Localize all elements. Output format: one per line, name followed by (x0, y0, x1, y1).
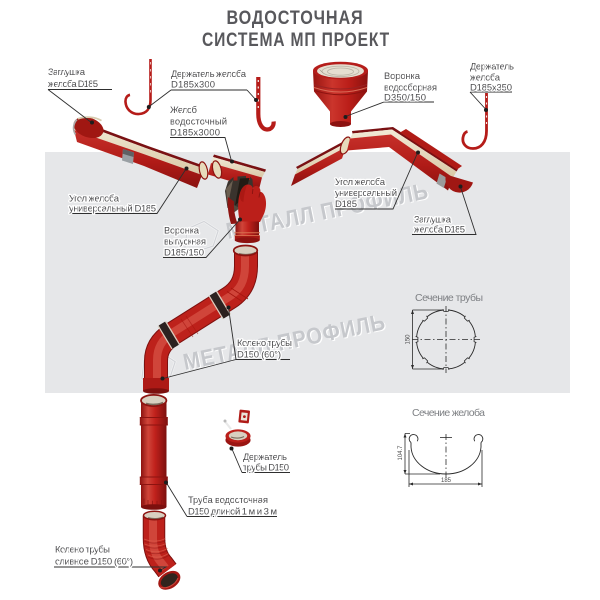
svg-text:D185х3000: D185х3000 (170, 128, 220, 139)
svg-text:Желоб: Желоб (170, 105, 198, 116)
svg-text:водосборная: водосборная (384, 83, 437, 94)
svg-text:D185: D185 (335, 199, 357, 210)
svg-text:СИСТЕМА МП ПРОЕКТ: СИСТЕМА МП ПРОЕКТ (202, 30, 390, 51)
svg-text:желоба D185: желоба D185 (48, 79, 98, 90)
svg-text:Держатель: Держатель (470, 62, 514, 73)
svg-text:Заглушка: Заглушка (414, 215, 452, 226)
svg-text:ВОДОСТОЧНАЯ: ВОДОСТОЧНАЯ (227, 8, 364, 29)
svg-text:Угол желоба: Угол желоба (69, 194, 120, 205)
svg-text:D185х350: D185х350 (470, 83, 512, 94)
svg-text:D185/150: D185/150 (164, 248, 204, 259)
svg-text:Воронка: Воронка (164, 226, 200, 237)
svg-text:Заглушка: Заглушка (48, 67, 86, 78)
svg-text:Труба водосточная: Труба водосточная (188, 495, 268, 506)
svg-text:водосточный: водосточный (170, 117, 227, 128)
svg-text:Сечение желоба: Сечение желоба (412, 407, 485, 419)
svg-text:Угол желоба: Угол желоба (335, 177, 386, 188)
svg-text:D150 (60°): D150 (60°) (237, 350, 281, 361)
svg-text:трубы D150: трубы D150 (243, 463, 289, 474)
svg-text:Колено трубы: Колено трубы (237, 338, 292, 349)
svg-text:D150 длиной 1 м и 3 м: D150 длиной 1 м и 3 м (188, 507, 277, 518)
svg-text:выпускная: выпускная (164, 237, 206, 248)
svg-text:Воронка: Воронка (384, 71, 421, 82)
svg-text:Держатель желоба: Держатель желоба (171, 69, 247, 80)
svg-text:185: 185 (441, 478, 452, 484)
svg-text:Колено трубы: Колено трубы (55, 545, 110, 556)
svg-text:D350/150: D350/150 (384, 93, 426, 104)
svg-text:Сечение трубы: Сечение трубы (415, 292, 483, 304)
svg-text:104.7: 104.7 (398, 445, 404, 461)
svg-text:150: 150 (406, 334, 412, 345)
svg-text:сливное D150 (60°): сливное D150 (60°) (55, 557, 133, 568)
svg-text:универсальный: универсальный (335, 188, 397, 199)
svg-text:D185х300: D185х300 (171, 80, 215, 91)
svg-text:желоба D185: желоба D185 (414, 225, 465, 236)
svg-text:универсальный D185: универсальный D185 (69, 204, 156, 215)
svg-text:желоба: желоба (470, 73, 501, 84)
svg-text:Держатель: Держатель (243, 452, 287, 463)
